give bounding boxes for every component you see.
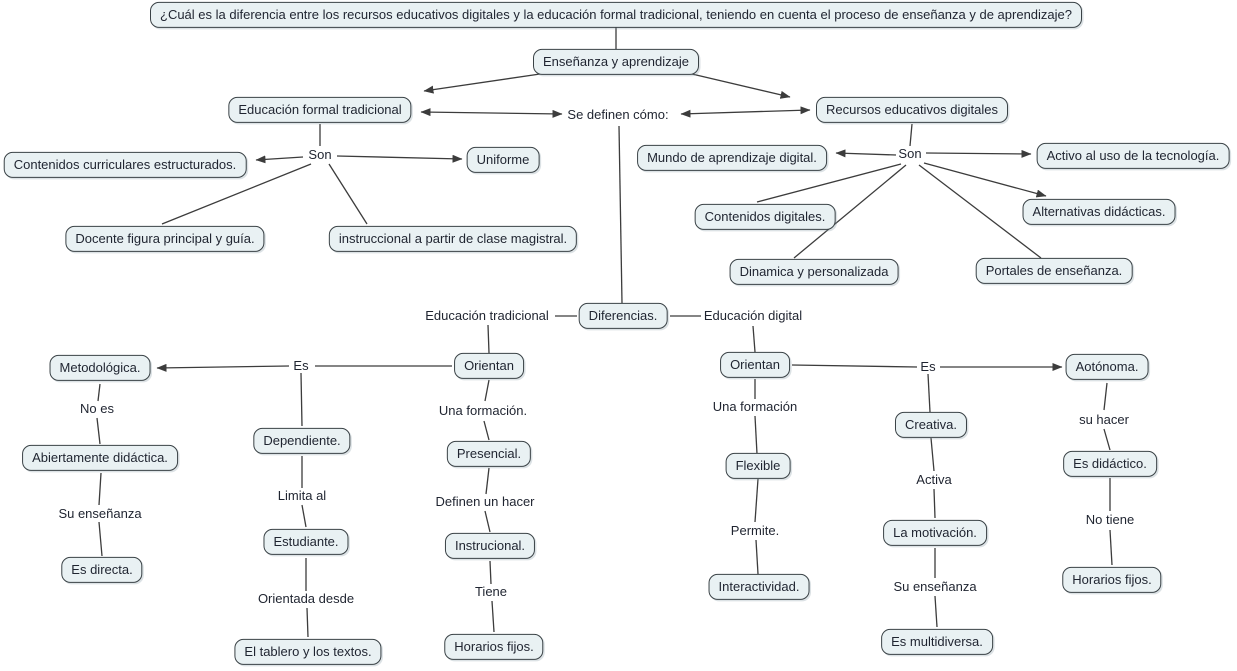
connector-line — [489, 560, 492, 585]
link-label-permite[interactable]: Permite. — [730, 523, 780, 539]
connector-line — [156, 363, 290, 372]
connector-line — [791, 364, 918, 368]
connector-line — [927, 373, 931, 413]
link-label-no-es[interactable]: No es — [80, 401, 114, 417]
concept-creativa[interactable]: Creativa. — [894, 411, 968, 439]
connector-line — [300, 372, 303, 427]
connector-line — [1103, 382, 1108, 411]
concept-ensenanza-y-aprendizaje[interactable]: Enseñanza y aprendizaje — [533, 48, 699, 76]
concept-dinamica-personalizada[interactable]: Dinamica y personalizada — [729, 258, 899, 286]
concept-estudiante[interactable]: Estudiante. — [263, 528, 349, 556]
concept-interactividad[interactable]: Interactividad. — [708, 573, 810, 601]
link-label-se-definen-como[interactable]: Se definen cómo: — [567, 107, 669, 123]
link-label-son-izq[interactable]: Son — [308, 147, 332, 163]
concept-recursos-educativos-digitales[interactable]: Recursos educativos digitales — [816, 96, 1008, 124]
link-label-educacion-tradicional[interactable]: Educación tradicional — [425, 308, 549, 324]
connector-line — [754, 478, 759, 523]
concept-instrucional[interactable]: Instrucional. — [444, 532, 536, 560]
connector-line — [98, 521, 103, 557]
connector-line — [793, 164, 907, 259]
connector-line — [691, 73, 791, 99]
link-label-activa[interactable]: Activa — [916, 472, 952, 488]
connector-line — [328, 163, 368, 225]
connector-line — [484, 510, 491, 533]
connector-line — [96, 417, 101, 445]
concept-diferencias[interactable]: Diferencias. — [578, 302, 668, 330]
concept-uniforme[interactable]: Uniforme — [466, 146, 540, 174]
concept-es-directa[interactable]: Es directa. — [61, 556, 143, 584]
concept-horarios-fijos-izq[interactable]: Horarios fijos. — [444, 633, 544, 661]
concept-alternativas-didacticas[interactable]: Alternativas didácticas. — [1022, 198, 1176, 226]
link-label-son-der[interactable]: Son — [898, 146, 922, 162]
link-label-tiene[interactable]: Tiene — [474, 584, 508, 600]
concept-dependiente[interactable]: Dependiente. — [253, 427, 351, 455]
connector-line — [933, 488, 936, 519]
concept-activo-tecnologia[interactable]: Activo al uso de la tecnología. — [1036, 142, 1230, 170]
concept-contenidos-digitales[interactable]: Contenidos digitales. — [694, 203, 836, 231]
connector-line — [680, 106, 811, 118]
link-label-no-tiene[interactable]: No tiene — [1085, 512, 1135, 528]
concept-horarios-fijos-der[interactable]: Horarios fijos. — [1062, 566, 1162, 594]
connector-line — [755, 539, 759, 575]
connector-line — [485, 467, 490, 495]
link-label-su-ensenanza-der[interactable]: Su enseñanza — [893, 579, 977, 595]
link-label-definen-un-hacer[interactable]: Definen un hacer — [435, 494, 535, 510]
concept-es-multidiversa[interactable]: Es multidiversa. — [881, 628, 993, 656]
connector-line — [487, 324, 490, 354]
concept-orientan-der[interactable]: Orientan — [720, 351, 790, 379]
link-label-una-formacion-izq[interactable]: Una formación. — [438, 403, 528, 419]
concept-el-tablero[interactable]: El tablero y los textos. — [234, 638, 382, 666]
concept-portales-ensenanza[interactable]: Portales de enseñanza. — [975, 257, 1133, 285]
connector-line — [925, 149, 1032, 158]
concept-aotonoma[interactable]: Aotónoma. — [1065, 353, 1149, 381]
link-label-su-hacer[interactable]: su hacer — [1079, 412, 1129, 428]
connector-line — [752, 325, 756, 353]
connector-line — [618, 125, 623, 304]
connector-line — [754, 415, 758, 455]
connector-line — [161, 163, 312, 225]
connector-line — [756, 163, 902, 203]
link-label-es-izq[interactable]: Es — [293, 358, 309, 374]
concept-abiertamente-didactica[interactable]: Abiertamente didáctica. — [22, 444, 178, 472]
connector-line — [491, 600, 495, 633]
connector-line — [301, 504, 307, 528]
connector-line — [423, 73, 541, 94]
link-label-es-der[interactable]: Es — [920, 359, 936, 375]
link-label-su-ensenanza-izq[interactable]: Su enseñanza — [58, 506, 142, 522]
link-label-orientada-desde[interactable]: Orientada desde — [257, 591, 355, 607]
connector-line — [484, 379, 490, 402]
concept-metodologica[interactable]: Metodológica. — [49, 354, 151, 382]
concept-orientan-izq[interactable]: Orientan — [454, 352, 524, 380]
concept-docente-figura[interactable]: Docente figura principal y guía. — [65, 225, 265, 253]
concept-instruccional-clase[interactable]: instruccional a partir de clase magistra… — [328, 225, 578, 253]
link-label-educacion-digital[interactable]: Educación digital — [703, 308, 803, 324]
connector-line — [918, 164, 1042, 259]
connector-line — [1109, 529, 1113, 566]
concept-flexible[interactable]: Flexible — [725, 452, 791, 480]
connector-line — [98, 472, 102, 506]
connector-line — [835, 149, 897, 158]
connector-line — [909, 123, 913, 147]
connector-line — [483, 420, 490, 441]
link-label-una-formacion-der[interactable]: Una formación — [712, 399, 798, 415]
connector-line — [934, 595, 938, 628]
concept-la-motivacion[interactable]: La motivación. — [883, 519, 987, 547]
connector-line — [420, 108, 563, 118]
concept-mundo-aprendizaje[interactable]: Mundo de aprendizaje digital. — [637, 144, 827, 172]
connector-line — [306, 607, 309, 638]
link-label-limita-al[interactable]: Limita al — [277, 488, 327, 504]
connector-line — [923, 162, 1047, 198]
connector-line — [1103, 428, 1111, 451]
concept-question[interactable]: ¿Cuál es la diferencia entre los recurso… — [150, 1, 1082, 29]
connector-line — [930, 437, 935, 472]
concept-es-didactico[interactable]: Es didáctico. — [1063, 450, 1157, 478]
concept-presencial[interactable]: Presencial. — [446, 440, 532, 468]
concept-contenidos-curriculares[interactable]: Contenidos curriculares estructurados. — [3, 151, 247, 179]
connector-line — [97, 383, 101, 402]
connector-line — [336, 154, 463, 163]
connector-line — [255, 155, 304, 164]
concept-educacion-formal-tradicional[interactable]: Educación formal tradicional — [228, 96, 412, 124]
